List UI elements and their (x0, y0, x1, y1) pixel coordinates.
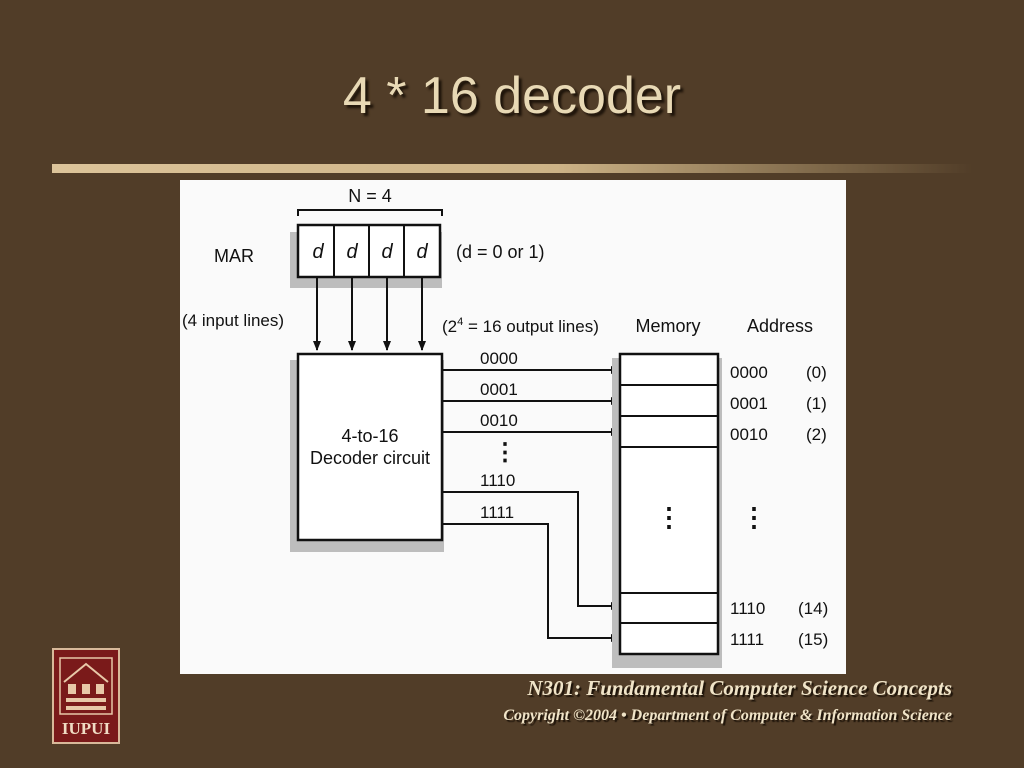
n-label: N = 4 (348, 186, 392, 206)
slide-title: 4 * 16 decoder (342, 67, 682, 125)
memory-ellipsis: ⋮ (656, 502, 682, 532)
address-binary: 1111 (730, 630, 764, 649)
building-icon: IUPUI (59, 657, 113, 738)
address-label: Address (747, 316, 813, 336)
memory-block (618, 352, 720, 656)
mar-bit: d (416, 241, 428, 263)
address-binary: 0010 (730, 425, 768, 444)
iupui-logo: IUPUI (52, 648, 120, 744)
output-line-label: 0001 (480, 380, 518, 399)
address-ellipsis: ⋮ (741, 502, 767, 532)
copyright-notice: Copyright ©2004 • Department of Computer… (503, 707, 952, 724)
decoder-label: Decoder circuit (310, 448, 430, 468)
output-line-label: 0000 (480, 349, 518, 368)
decoder-diagram: N = 4 MAR d d d d (d = 0 or 1) (4 input … (180, 180, 846, 674)
mar-bit: d (346, 241, 358, 263)
decoder-diagram-svg: N = 4 MAR d d d d (d = 0 or 1) (4 input … (182, 186, 828, 668)
mar-label: MAR (214, 246, 254, 266)
address-decimal: (2) (806, 425, 827, 444)
address-binary: 0001 (730, 394, 768, 413)
logo-text: IUPUI (62, 719, 111, 738)
mar-bit: d (312, 241, 324, 263)
memory-label: Memory (635, 316, 700, 336)
bit-note: (d = 0 or 1) (456, 242, 545, 262)
address-decimal: (14) (798, 599, 828, 618)
address-decimal: (1) (806, 394, 827, 413)
address-binary: 0000 (730, 363, 768, 382)
address-decimal: (0) (806, 363, 827, 382)
output-note: (24 = 16 output lines) (442, 316, 599, 336)
output-line (442, 491, 621, 610)
output-line-label: 0010 (480, 411, 518, 430)
course-title: N301: Fundamental Computer Science Conce… (527, 676, 952, 700)
output-line-label: 1111 (480, 503, 514, 522)
address-binary: 1110 (730, 599, 765, 618)
decoder-box (296, 352, 444, 542)
output-ellipsis: ⋮ (493, 439, 517, 466)
n-brace (297, 209, 443, 216)
title-divider (52, 164, 972, 173)
mar-bit: d (381, 241, 393, 263)
output-line-label: 1110 (480, 471, 515, 490)
input-note: (4 input lines) (182, 311, 284, 330)
output-line (442, 523, 621, 642)
decoder-label: 4-to-16 (341, 426, 398, 446)
address-decimal: (15) (798, 630, 828, 649)
